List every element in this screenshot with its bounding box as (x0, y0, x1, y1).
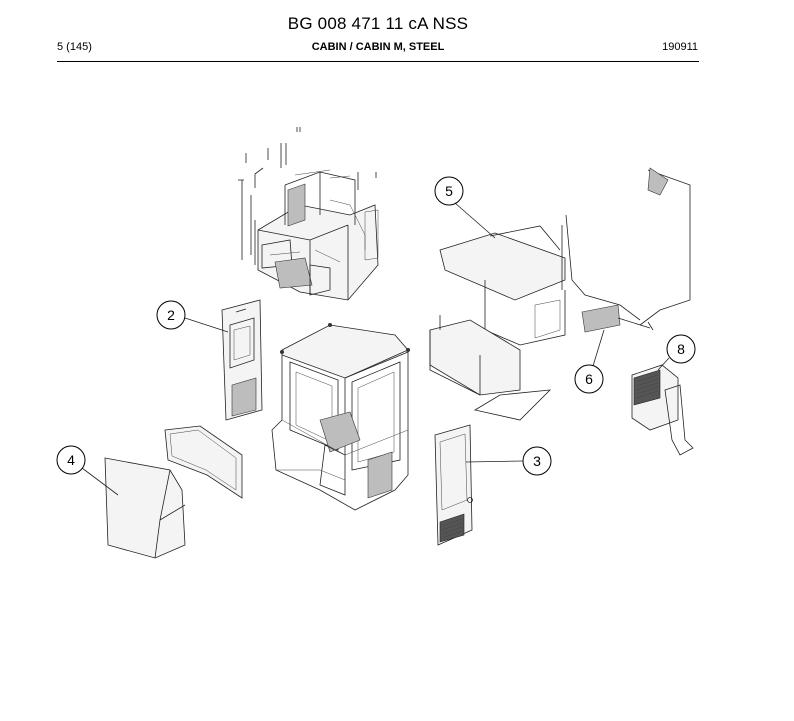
callout-label: 8 (677, 341, 685, 357)
document-title: BG 008 471 11 cA NSS (287, 14, 469, 33)
side-window-part (164, 425, 243, 499)
heater-unit-part (631, 364, 694, 456)
cabin-body (271, 323, 410, 511)
callout-label: 2 (167, 307, 175, 323)
callout-8: 8 (657, 334, 696, 371)
cabin-frame-assembly (238, 127, 379, 301)
right-door-part (434, 424, 473, 546)
header-divider (57, 61, 699, 62)
callout-label: 5 (445, 183, 453, 199)
document-subtitle: CABIN / CABIN M, STEEL (311, 41, 445, 53)
callout-5: 5 (434, 176, 496, 239)
callout-label: 4 (67, 452, 75, 468)
callout-label: 3 (533, 453, 541, 469)
page-number: 5 (145) (57, 41, 92, 53)
callout-3: 3 (465, 446, 552, 476)
callout-4: 4 (56, 445, 119, 496)
rear-panel-part (104, 457, 186, 559)
floor-plate-part (429, 225, 566, 421)
callout-label: 6 (585, 371, 593, 387)
hose-assembly-part (561, 167, 691, 333)
document-date: 190911 (662, 41, 698, 53)
left-door-part (221, 299, 263, 421)
callout-2: 2 (156, 300, 229, 333)
callout-6: 6 (574, 329, 605, 394)
